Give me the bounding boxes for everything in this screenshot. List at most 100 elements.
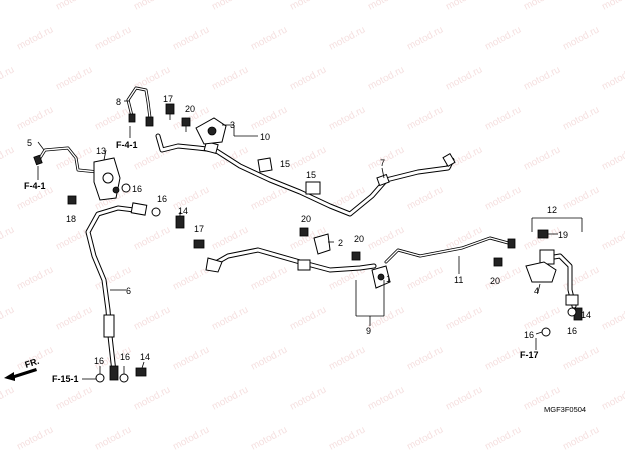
watermark-text: motod.ru <box>600 64 625 92</box>
watermark-text: motod.ru <box>171 264 211 292</box>
watermark-text: motod.ru <box>171 344 211 372</box>
watermark-text: motod.ru <box>132 384 172 412</box>
callout-11: 11 <box>454 275 463 285</box>
washer-16-e[interactable] <box>541 327 551 337</box>
callout-12: 12 <box>547 205 557 215</box>
bolt-20-c[interactable] <box>351 251 361 261</box>
watermark-text: motod.ru <box>249 104 289 132</box>
watermark-text: motod.ru <box>444 304 484 332</box>
callout-19: 19 <box>558 230 568 240</box>
bolt-14-b[interactable] <box>135 367 147 377</box>
watermark-text: motod.ru <box>600 384 625 412</box>
watermark-text: motod.ru <box>249 424 289 452</box>
watermark-text: motod.ru <box>522 224 562 252</box>
watermark-text: motod.ru <box>0 64 16 92</box>
brake-hose-7[interactable] <box>155 133 456 217</box>
watermark-text: motod.ru <box>327 344 367 372</box>
callout-16-e: 16 <box>524 330 534 340</box>
watermark-text: motod.ru <box>15 424 55 452</box>
front-direction-arrow: FR. <box>4 356 40 381</box>
watermark-text: motod.ru <box>0 304 16 332</box>
watermark-text: motod.ru <box>561 24 601 52</box>
watermark-text: motod.ru <box>54 0 94 13</box>
bolt-20-a[interactable] <box>181 117 191 132</box>
clamp-3[interactable] <box>195 117 227 145</box>
clip-1[interactable] <box>371 265 391 289</box>
callout-15-b: 15 <box>306 170 316 180</box>
ref-f151[interactable]: F-15-1 <box>52 374 79 384</box>
callout-17-a: 17 <box>163 94 173 104</box>
callout-2: 2 <box>338 238 343 248</box>
bolt-19[interactable] <box>537 229 549 239</box>
washer-16-d[interactable] <box>119 373 129 383</box>
watermark-text: motod.ru <box>249 264 289 292</box>
brake-pipe-11[interactable] <box>384 236 516 264</box>
bolt-18[interactable] <box>67 195 77 205</box>
bolt-14-a[interactable] <box>175 215 185 229</box>
watermark-text: motod.ru <box>93 24 133 52</box>
brake-hose-12[interactable] <box>539 249 579 309</box>
ref-f17[interactable]: F-17 <box>520 350 539 360</box>
callout-20-c: 20 <box>354 234 364 244</box>
bolt-17-a[interactable] <box>165 103 175 120</box>
brake-pipe-8[interactable] <box>126 86 154 127</box>
watermark-text: motod.ru <box>288 0 328 13</box>
callout-18: 18 <box>66 214 76 224</box>
watermark-text: motod.ru <box>405 184 445 212</box>
watermark-text: motod.ru <box>288 384 328 412</box>
callout-5: 5 <box>27 138 32 148</box>
brake-pipe-5[interactable] <box>33 146 100 174</box>
clamp-15-b[interactable] <box>305 181 321 195</box>
watermark-text: motod.ru <box>561 184 601 212</box>
bolt-20-b[interactable] <box>299 227 309 237</box>
clamp-15-a[interactable] <box>257 157 273 173</box>
callout-16-f: 16 <box>567 326 577 336</box>
washer-16-b[interactable] <box>151 207 161 217</box>
bolt-20-d[interactable] <box>493 257 503 267</box>
brake-hose-6[interactable] <box>85 202 148 381</box>
callout-8: 8 <box>116 97 121 107</box>
watermark-text: motod.ru <box>15 104 55 132</box>
ref-f41-top[interactable]: F-4-1 <box>116 140 138 150</box>
watermark-text: motod.ru <box>327 424 367 452</box>
watermark-text: motod.ru <box>405 264 445 292</box>
watermark-text: motod.ru <box>405 104 445 132</box>
washer-16-f[interactable] <box>567 307 577 317</box>
watermark-text: motod.ru <box>366 144 406 172</box>
watermark-text: motod.ru <box>522 144 562 172</box>
brake-hose-9[interactable] <box>205 247 377 273</box>
callout-17-b: 17 <box>194 224 204 234</box>
watermark-text: motod.ru <box>54 384 94 412</box>
watermark-text: motod.ru <box>171 24 211 52</box>
clip-2[interactable] <box>313 233 331 255</box>
ref-f41-left[interactable]: F-4-1 <box>24 181 46 191</box>
watermark-text: motod.ru <box>0 144 16 172</box>
watermark-text: motod.ru <box>483 424 523 452</box>
watermark-text: motod.ru <box>405 344 445 372</box>
watermark-text: motod.ru <box>0 224 16 252</box>
watermark-text: motod.ru <box>600 304 625 332</box>
front-arrow-icon <box>4 368 37 381</box>
leader-lines <box>37 100 583 374</box>
watermark-text: motod.ru <box>600 224 625 252</box>
watermark-text: motod.ru <box>132 304 172 332</box>
washer-16-a[interactable] <box>121 183 131 193</box>
watermark-text: motod.ru <box>405 424 445 452</box>
watermark-text: motod.ru <box>132 224 172 252</box>
callout-16-a: 16 <box>132 184 142 194</box>
washer-16-c[interactable] <box>95 373 105 383</box>
watermark-text: motod.ru <box>366 0 406 13</box>
callouts: 1 2 3 4 5 6 7 8 9 10 11 12 13 14 14 14 1… <box>27 94 591 366</box>
watermark-text: motod.ru <box>171 424 211 452</box>
bracket-4[interactable] <box>525 261 557 283</box>
watermark-text: motod.ru <box>600 144 625 172</box>
watermark-text: motod.ru <box>288 144 328 172</box>
watermark-text: motod.ru <box>366 384 406 412</box>
watermark-text: motod.ru <box>561 344 601 372</box>
callout-4: 4 <box>534 286 539 296</box>
callout-20-a: 20 <box>185 104 195 114</box>
callout-16-b: 16 <box>157 194 167 204</box>
bolt-17-b[interactable] <box>193 239 205 249</box>
three-way-joint-13[interactable] <box>93 157 121 201</box>
watermark-text: motod.ru <box>288 64 328 92</box>
